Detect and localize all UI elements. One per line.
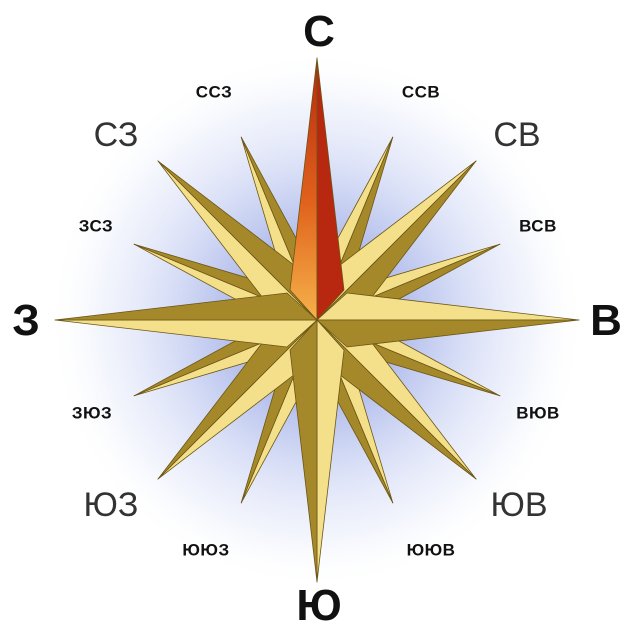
label-south: Ю — [296, 584, 341, 628]
label-northeast: СВ — [493, 118, 540, 152]
label-west-northwest: ЗСЗ — [79, 218, 113, 235]
label-north-northeast: ССВ — [402, 84, 440, 101]
label-west: З — [12, 299, 40, 343]
label-south-southeast: ЮЮВ — [407, 542, 456, 559]
label-south-southwest: ЮЮЗ — [182, 542, 229, 559]
label-east-northeast: ВСВ — [519, 218, 557, 235]
label-north-northwest: ССЗ — [196, 84, 232, 101]
label-northwest: СЗ — [94, 118, 139, 152]
label-east: В — [590, 299, 622, 343]
label-southeast: ЮВ — [490, 488, 547, 522]
label-west-southwest: ЗЮЗ — [72, 405, 112, 422]
label-east-southeast: ВЮВ — [516, 405, 560, 422]
label-southwest: ЮЗ — [84, 488, 139, 522]
label-north: С — [303, 10, 335, 54]
